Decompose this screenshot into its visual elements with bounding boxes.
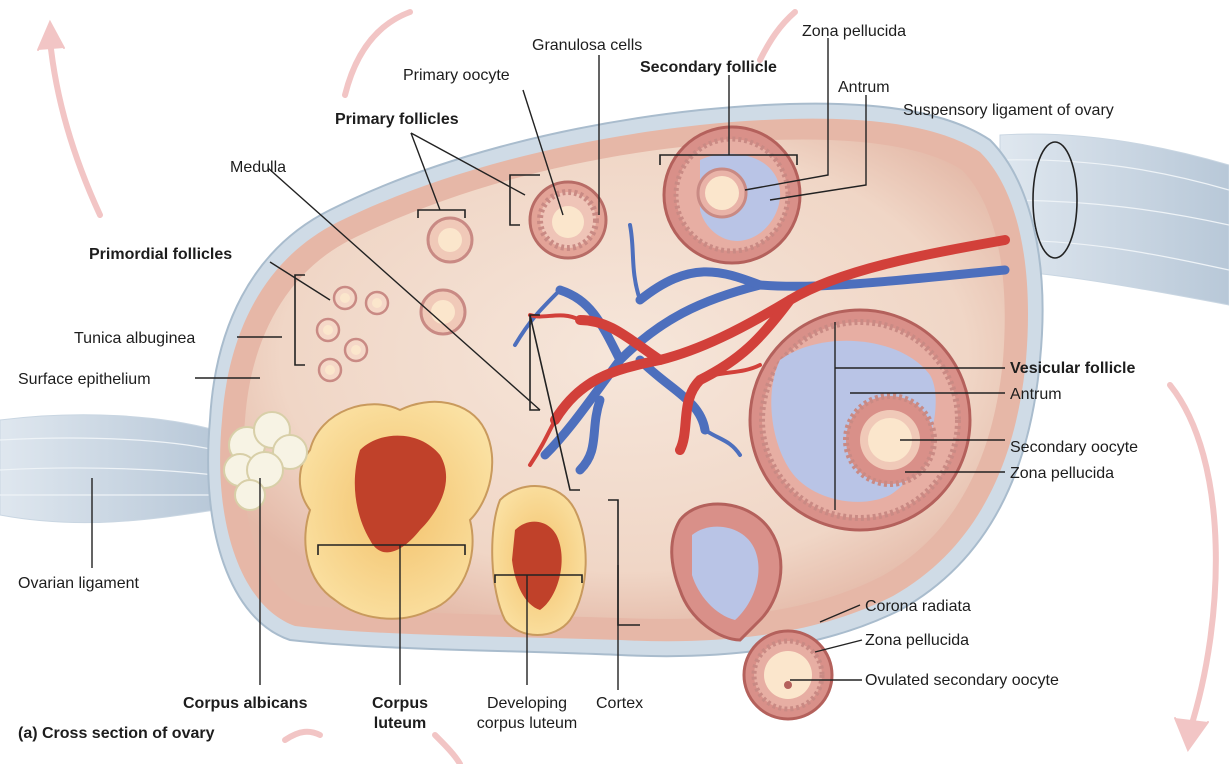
developing-corpus-luteum-shape <box>492 486 585 635</box>
label-cortex: Cortex <box>596 695 643 712</box>
label-zona-pellucida-right: Zona pellucida <box>1010 465 1114 482</box>
label-granulosa-cells: Granulosa cells <box>532 37 642 54</box>
label-suspensory-ligament: Suspensory ligament of ovary <box>903 102 1114 119</box>
arrowhead <box>1175 718 1208 750</box>
label-tunica-albuginea: Tunica albuginea <box>74 330 195 347</box>
label-primordial-follicles: Primordial follicles <box>89 246 232 263</box>
figure-caption: (a) Cross section of ovary <box>18 725 215 742</box>
label-primary-follicles: Primary follicles <box>335 111 459 128</box>
label-zona-pellucida-bottom: Zona pellucida <box>865 632 969 649</box>
label-surface-epithelium: Surface epithelium <box>18 371 151 388</box>
label-primary-oocyte: Primary oocyte <box>403 67 510 84</box>
label-corpus-luteum-1: Corpus <box>372 695 428 712</box>
label-ovulated-secondary-oocyte: Ovulated secondary oocyte <box>865 672 1059 689</box>
label-secondary-follicle: Secondary follicle <box>640 59 777 76</box>
vesicular-follicle-shape <box>750 310 970 530</box>
label-developing-cl-1: Developing <box>487 695 567 712</box>
arrowhead <box>38 22 64 50</box>
cycle-arrow-top-right <box>760 12 795 60</box>
cycle-arrow-bottom <box>435 735 460 764</box>
label-corpus-luteum-2: luteum <box>374 715 426 732</box>
label-developing-cl-2: corpus luteum <box>477 715 578 732</box>
label-antrum-top: Antrum <box>838 79 890 96</box>
label-zona-pellucida-top: Zona pellucida <box>802 23 906 40</box>
label-antrum-right: Antrum <box>1010 386 1062 403</box>
ovulated-oocyte-shape <box>744 631 832 719</box>
cycle-arrow-right <box>1170 385 1216 730</box>
cycle-arrow-top <box>345 12 410 95</box>
secondary-follicle-shape <box>664 127 800 263</box>
label-medulla: Medulla <box>230 159 286 176</box>
label-ovarian-ligament: Ovarian ligament <box>18 575 140 592</box>
label-corpus-albicans: Corpus albicans <box>183 695 308 712</box>
label-secondary-oocyte: Secondary oocyte <box>1010 439 1138 456</box>
label-vesicular-follicle: Vesicular follicle <box>1010 360 1136 377</box>
cycle-arrow-bottom-left <box>285 732 320 740</box>
label-corona-radiata: Corona radiata <box>865 598 971 615</box>
cycle-arrow-top-left <box>50 40 100 215</box>
